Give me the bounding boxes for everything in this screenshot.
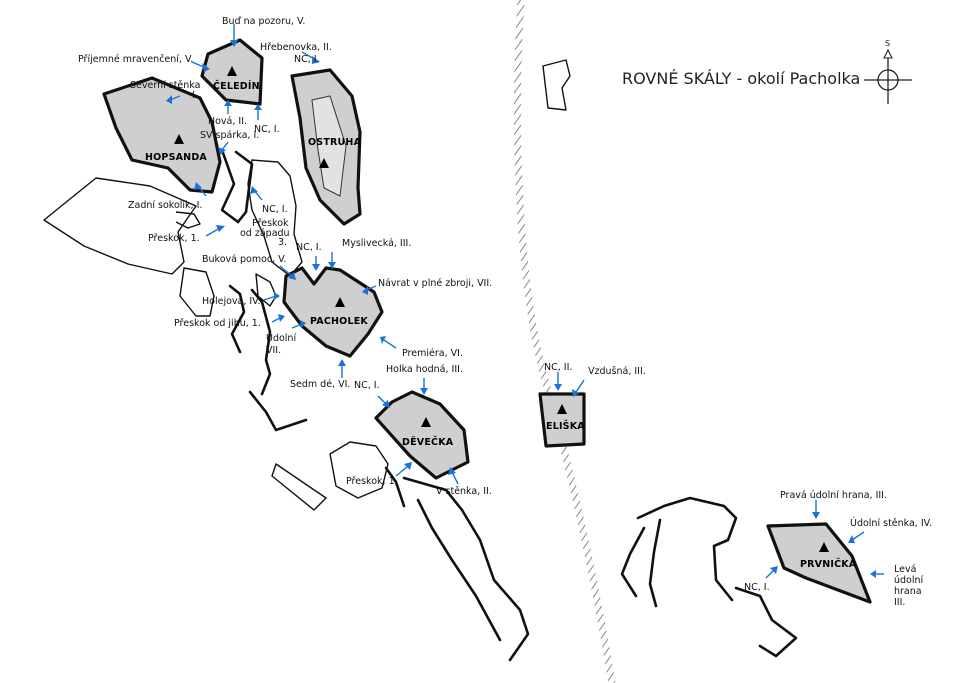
rock-outline-south [329, 441, 389, 499]
wall-12 [734, 586, 798, 658]
peak-label-pacholek: PACHOLEK [310, 316, 368, 327]
route-leva-4: III. [894, 597, 905, 608]
peak-prvnicka[interactable]: PRVNIČKA [766, 522, 872, 604]
route-bud-na-pozoru: Buď na pozoru, V. [222, 16, 305, 27]
wall-7 [402, 476, 530, 662]
peak-label-devecka: DĚVEČKA [402, 436, 454, 448]
wall-9 [636, 496, 738, 602]
peak-eliska[interactable]: ELIŠKA [538, 392, 586, 448]
route-prava-udolni-hrana: Pravá údolní hrana, III. [780, 490, 887, 501]
route-preskok-od-zapadu-2: od západu [240, 228, 290, 239]
peak-devecka[interactable]: DĚVEČKA [374, 390, 470, 480]
route-nc-i-mid: NC, I. [262, 204, 288, 215]
route-preskok-1a: Přeskok, 1. [148, 233, 200, 244]
route-nova: Nová, II. [208, 116, 247, 127]
route-preskok-od-zapadu-3: 3. [278, 237, 287, 248]
route-leva-1: Levá [894, 564, 916, 575]
route-vzdusna: Vzdušná, III. [588, 366, 646, 377]
wall-2 [234, 150, 254, 224]
route-premiera: Premiéra, VI. [402, 348, 463, 359]
route-leva-3: hrana [894, 586, 922, 597]
rock-outline-ne [542, 59, 571, 111]
rock-outline-block [271, 463, 327, 511]
route-nc-ostruha: NC, I. [294, 54, 320, 65]
wall-6 [384, 466, 406, 508]
route-v-stenka: V stěnka, II. [436, 486, 492, 497]
route-preskok-od-zapadu-1: Přeskok [252, 218, 289, 229]
route-severni-stenka-grade: I. [192, 90, 198, 101]
peak-label-eliska: ELIŠKA [546, 420, 585, 432]
route-nc-ii: NC, II. [544, 362, 572, 373]
rock-outline-small [175, 211, 201, 229]
route-preskok-1b: Přeskok, 1. [346, 476, 398, 487]
peak-pacholek[interactable]: PACHOLEK [282, 266, 384, 358]
route-zadni-sokolik: Zadní sokolík, I. [128, 200, 202, 211]
peak-hopsanda[interactable]: HOPSANDA [102, 76, 222, 194]
route-nc-prvnicka: NC, I. [744, 582, 770, 593]
route-preskok-od-jihu: Přeskok od jihu, 1. [174, 318, 261, 329]
route-nc-i-pacholek: NC, I. [296, 242, 322, 253]
route-sv-sparka: SV spárka, I. [200, 130, 259, 141]
route-severni-stenka: Severní stěnka [130, 80, 200, 91]
wall-8 [416, 498, 502, 642]
rock-outline-se [255, 273, 277, 307]
route-myslivecka: Myslivecká, III. [342, 238, 411, 249]
peak-label-hopsanda: HOPSANDA [145, 152, 207, 163]
peak-label-prvnicka: PRVNIČKA [800, 558, 857, 570]
route-arrows [166, 24, 884, 579]
compass-north-label: S [885, 39, 890, 48]
rock-outline-lower [179, 267, 215, 317]
route-udolni-stenka: Údolní stěnka, IV. [850, 517, 932, 529]
wall-1 [220, 148, 240, 224]
valley-boundary [513, 0, 616, 683]
map-title: ROVNÉ SKÁLY - okolí Pacholka [622, 69, 860, 88]
route-udolni-grade: VII. [266, 345, 281, 356]
route-prijemne-mravenceni: Příjemné mravenčení, V. [78, 54, 193, 65]
wall-4 [250, 288, 272, 396]
route-leva-2: údolní [894, 575, 924, 586]
peak-label-celedin: ČELEDÍN [213, 80, 260, 92]
peak-label-ostruha: OSTRUHA [308, 137, 362, 148]
route-navrat-v-plne-zbroji: Návrat v plné zbroji, VII. [378, 278, 492, 289]
rock-outline-west [43, 177, 197, 275]
compass-icon: S [864, 39, 912, 104]
route-sedm-de: Sedm dé, VI. [290, 379, 350, 390]
wall-11 [648, 518, 662, 608]
rock-outline-mid [247, 159, 303, 277]
peak-celedin[interactable]: ČELEDÍN [200, 38, 264, 106]
wall-3 [228, 284, 246, 354]
wall-10 [620, 526, 646, 598]
wall-5 [248, 390, 308, 432]
route-udolni: Údolní [266, 332, 296, 344]
peak-ostruha[interactable]: OSTRUHA [290, 68, 362, 226]
route-nc-celedin: NC, I. [254, 124, 280, 135]
route-hrebenovka: Hřebenovka, II. [260, 42, 332, 53]
route-nc-i-devecka: NC, I. [354, 380, 380, 391]
route-labels: Buď na pozoru, V. Příjemné mravenčení, V… [78, 16, 932, 608]
route-holka-hodna: Holka hodná, III. [386, 364, 463, 375]
route-holejova: Holejova, IV. [202, 296, 260, 307]
route-bukova-pomoc: Buková pomoc, V. [202, 254, 286, 265]
